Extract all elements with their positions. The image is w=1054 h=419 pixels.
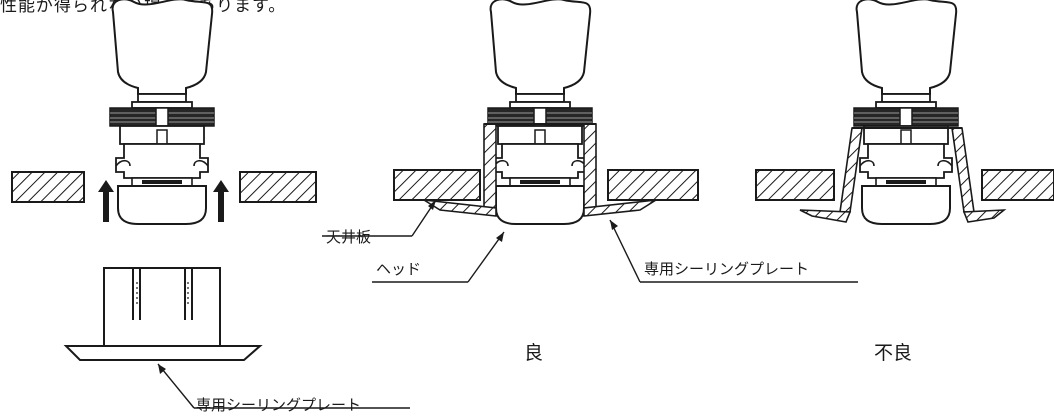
sprinkler-head-left <box>109 0 215 226</box>
ceiling-board-right-a <box>755 169 835 201</box>
sprinkler-head-right <box>853 0 959 226</box>
label-head: ヘッド <box>376 260 422 278</box>
leader-ceiling-board <box>322 199 437 237</box>
ceiling-board-middle-a <box>393 169 481 201</box>
ceiling-board-left-a <box>11 171 85 203</box>
ceiling-board-middle-b <box>607 169 699 201</box>
up-arrow-icon <box>213 180 229 222</box>
sealing-plate-installed-good <box>423 123 657 217</box>
leader-head <box>372 231 505 283</box>
ceiling-board-right-b <box>981 169 1054 201</box>
label-ceiling-board: 天井板 <box>326 228 372 246</box>
label-sealing-plate-bottom: 専用シーリングプレート <box>196 396 362 414</box>
label-sealing-plate-middle: 専用シーリングプレート <box>644 260 810 278</box>
sprinkler-head-middle <box>487 0 593 226</box>
sealing-plate-part <box>63 267 263 361</box>
verdict-bad: 不良 <box>874 342 913 364</box>
leader-sealing-plate-middle <box>609 219 858 283</box>
verdict-good: 良 <box>524 342 544 364</box>
ceiling-board-left-b <box>239 171 317 203</box>
leader-sealing-plate-bottom <box>157 363 410 409</box>
up-arrow-icon <box>98 180 114 222</box>
sealing-plate-installed-bad <box>799 127 1007 223</box>
